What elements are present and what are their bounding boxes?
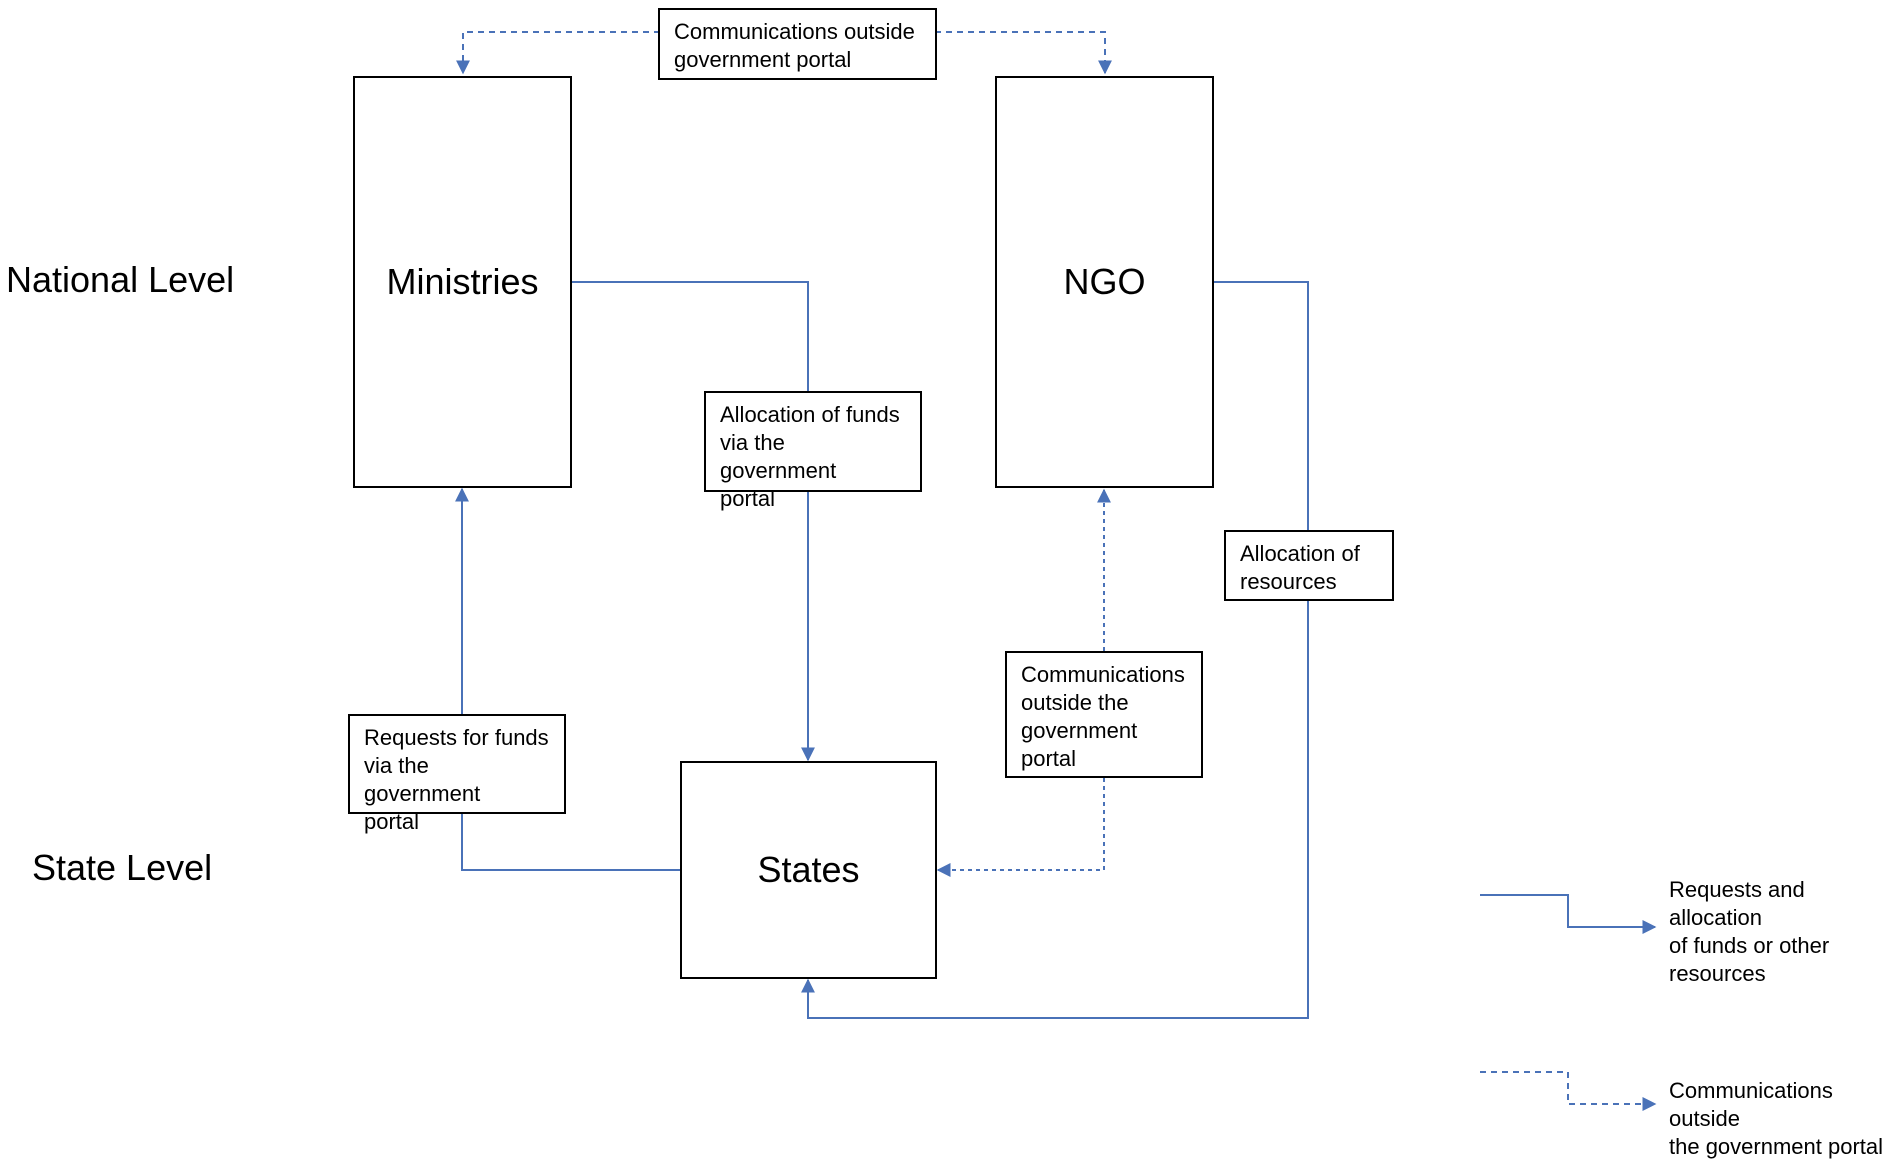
comm-top-label: Communications outside government portal [658,8,937,80]
connector-ministries-to-states [571,281,815,762]
allocation-funds-label: Allocation of funds via the government p… [704,391,922,511]
connector-ngo-to-states [801,281,1309,1019]
diagram-connectors [455,31,1657,1111]
states-label: States [757,849,860,890]
legend-solid-label: Requests and allocation of funds or othe… [1669,877,1830,986]
ngo-node: NGO [995,76,1214,488]
national-level-label: National Level [6,259,235,300]
states-node: States [680,761,937,979]
legend-solid-line [1480,894,1657,934]
connector-comm-top-to-ngo [935,31,1112,75]
connector-states-to-ministries [455,487,680,871]
requests-funds-label: Requests for funds via the government po… [348,714,566,834]
ngo-label: NGO [1063,261,1146,302]
allocation-resources-label: Allocation of resources [1224,530,1394,601]
comm-ngo-states-label: Communications outside the government po… [1005,651,1203,778]
connector-comm-to-states [936,778,1105,877]
connector-comm-top-to-ministries [456,31,660,75]
legend-dashed-line [1480,1071,1657,1111]
ministries-node: Ministries [353,76,572,488]
ministries-label: Ministries [386,261,539,302]
state-level-label: State Level [32,847,213,888]
legend-dashed-label: Communications outside the government po… [1669,1078,1884,1159]
